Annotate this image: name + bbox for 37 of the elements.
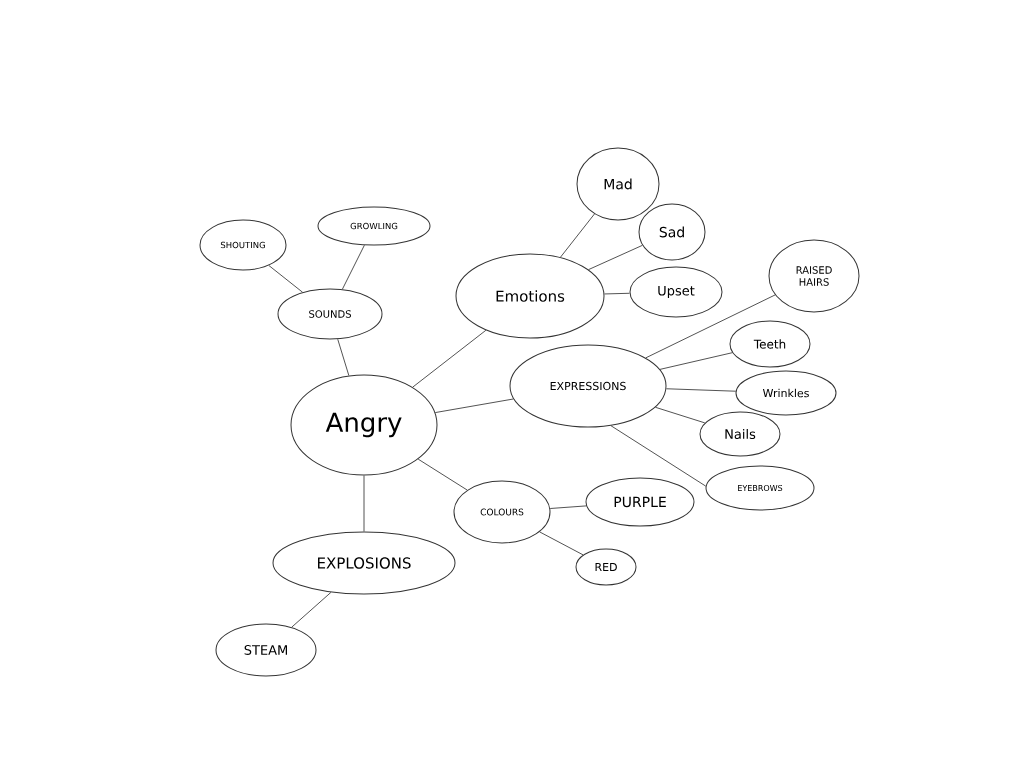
mind-map-bubble: RED <box>575 548 637 586</box>
mind-map-bubble: STEAM <box>215 623 317 677</box>
mind-map-bubble: Sad <box>638 203 706 261</box>
mind-map-bubble: Emotions <box>455 253 605 339</box>
mind-map-bubble: GROWLING <box>317 206 431 246</box>
connector-line <box>539 531 584 556</box>
connector-line <box>610 425 707 487</box>
mind-map-bubble: COLOURS <box>453 480 551 544</box>
connector-line <box>654 406 706 424</box>
mind-map-bubble: EYEBROWS <box>705 465 815 511</box>
connector-line <box>291 591 332 628</box>
connector-line <box>603 292 630 295</box>
mind-map-bubble: PURPLE <box>585 477 695 527</box>
connector-line <box>412 329 487 388</box>
mind-map-bubble: EXPLOSIONS <box>272 531 456 595</box>
connector-line <box>665 388 737 392</box>
mind-map-bubble: Teeth <box>729 320 811 368</box>
mind-map-bubble: Angry <box>290 374 438 476</box>
mind-map-bubble: EXPRESSIONS <box>509 344 667 428</box>
connector-line <box>268 265 304 293</box>
connector-line <box>645 294 776 359</box>
mind-map-bubble: SOUNDS <box>277 288 383 340</box>
connector-line <box>549 505 587 509</box>
mind-map-bubble: Wrinkles <box>735 370 837 416</box>
connector-line <box>417 458 468 491</box>
connector-line <box>659 352 733 370</box>
connector-line <box>363 475 365 532</box>
mind-map-bubble: Mad <box>576 147 660 221</box>
mind-map-bubble: Nails <box>699 411 781 457</box>
connector-line <box>560 213 595 258</box>
mind-map-bubble: Upset <box>629 266 723 318</box>
connector-line <box>434 398 514 414</box>
mind-map-bubble: RAISED HAIRS <box>768 239 860 313</box>
connector-line <box>341 244 365 290</box>
connector-line <box>337 338 350 377</box>
mind-map-bubble: SHOUTING <box>199 219 287 271</box>
connector-line <box>588 244 643 271</box>
